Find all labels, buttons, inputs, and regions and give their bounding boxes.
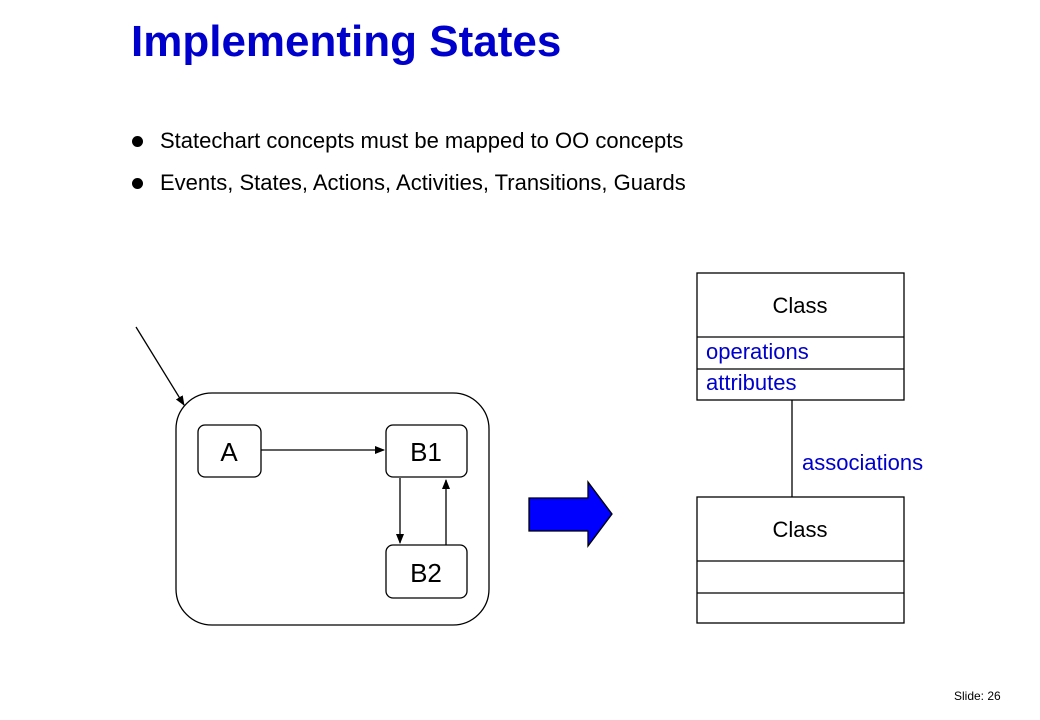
bullet-dot: [132, 136, 143, 147]
state-b2-box: [385, 544, 468, 599]
bullet-dot: [132, 178, 143, 189]
bullet-text: Statechart concepts must be mapped to OO…: [160, 128, 684, 153]
statechart: A B1 B2: [135, 326, 490, 626]
bullet-item: Statechart concepts must be mapped to OO…: [132, 124, 686, 166]
slide-title: Implementing States: [131, 17, 562, 66]
slide-number: Slide: 26: [954, 689, 1001, 703]
class-1-attributes: attributes: [706, 370, 797, 395]
state-b1-box: [385, 424, 468, 478]
bullet-text: Events, States, Actions, Activities, Tra…: [160, 170, 686, 195]
bullet-list: Statechart concepts must be mapped to OO…: [132, 124, 686, 208]
transform-arrow-icon: [528, 480, 613, 548]
state-b1-label: B1: [410, 437, 442, 467]
initial-transition-arrow: [135, 326, 185, 406]
class-box-2: [696, 496, 905, 624]
bullet-item: Events, States, Actions, Activities, Tra…: [132, 166, 686, 208]
class-2-name: Class: [772, 517, 827, 542]
state-a-label: A: [220, 437, 238, 467]
association-label: associations: [802, 450, 923, 475]
class-1-operations: operations: [706, 339, 809, 364]
state-b2-label: B2: [410, 558, 442, 588]
state-a-box: [197, 424, 262, 478]
class-diagram: Class operations attributes associations…: [696, 272, 923, 624]
class-1-name: Class: [772, 293, 827, 318]
